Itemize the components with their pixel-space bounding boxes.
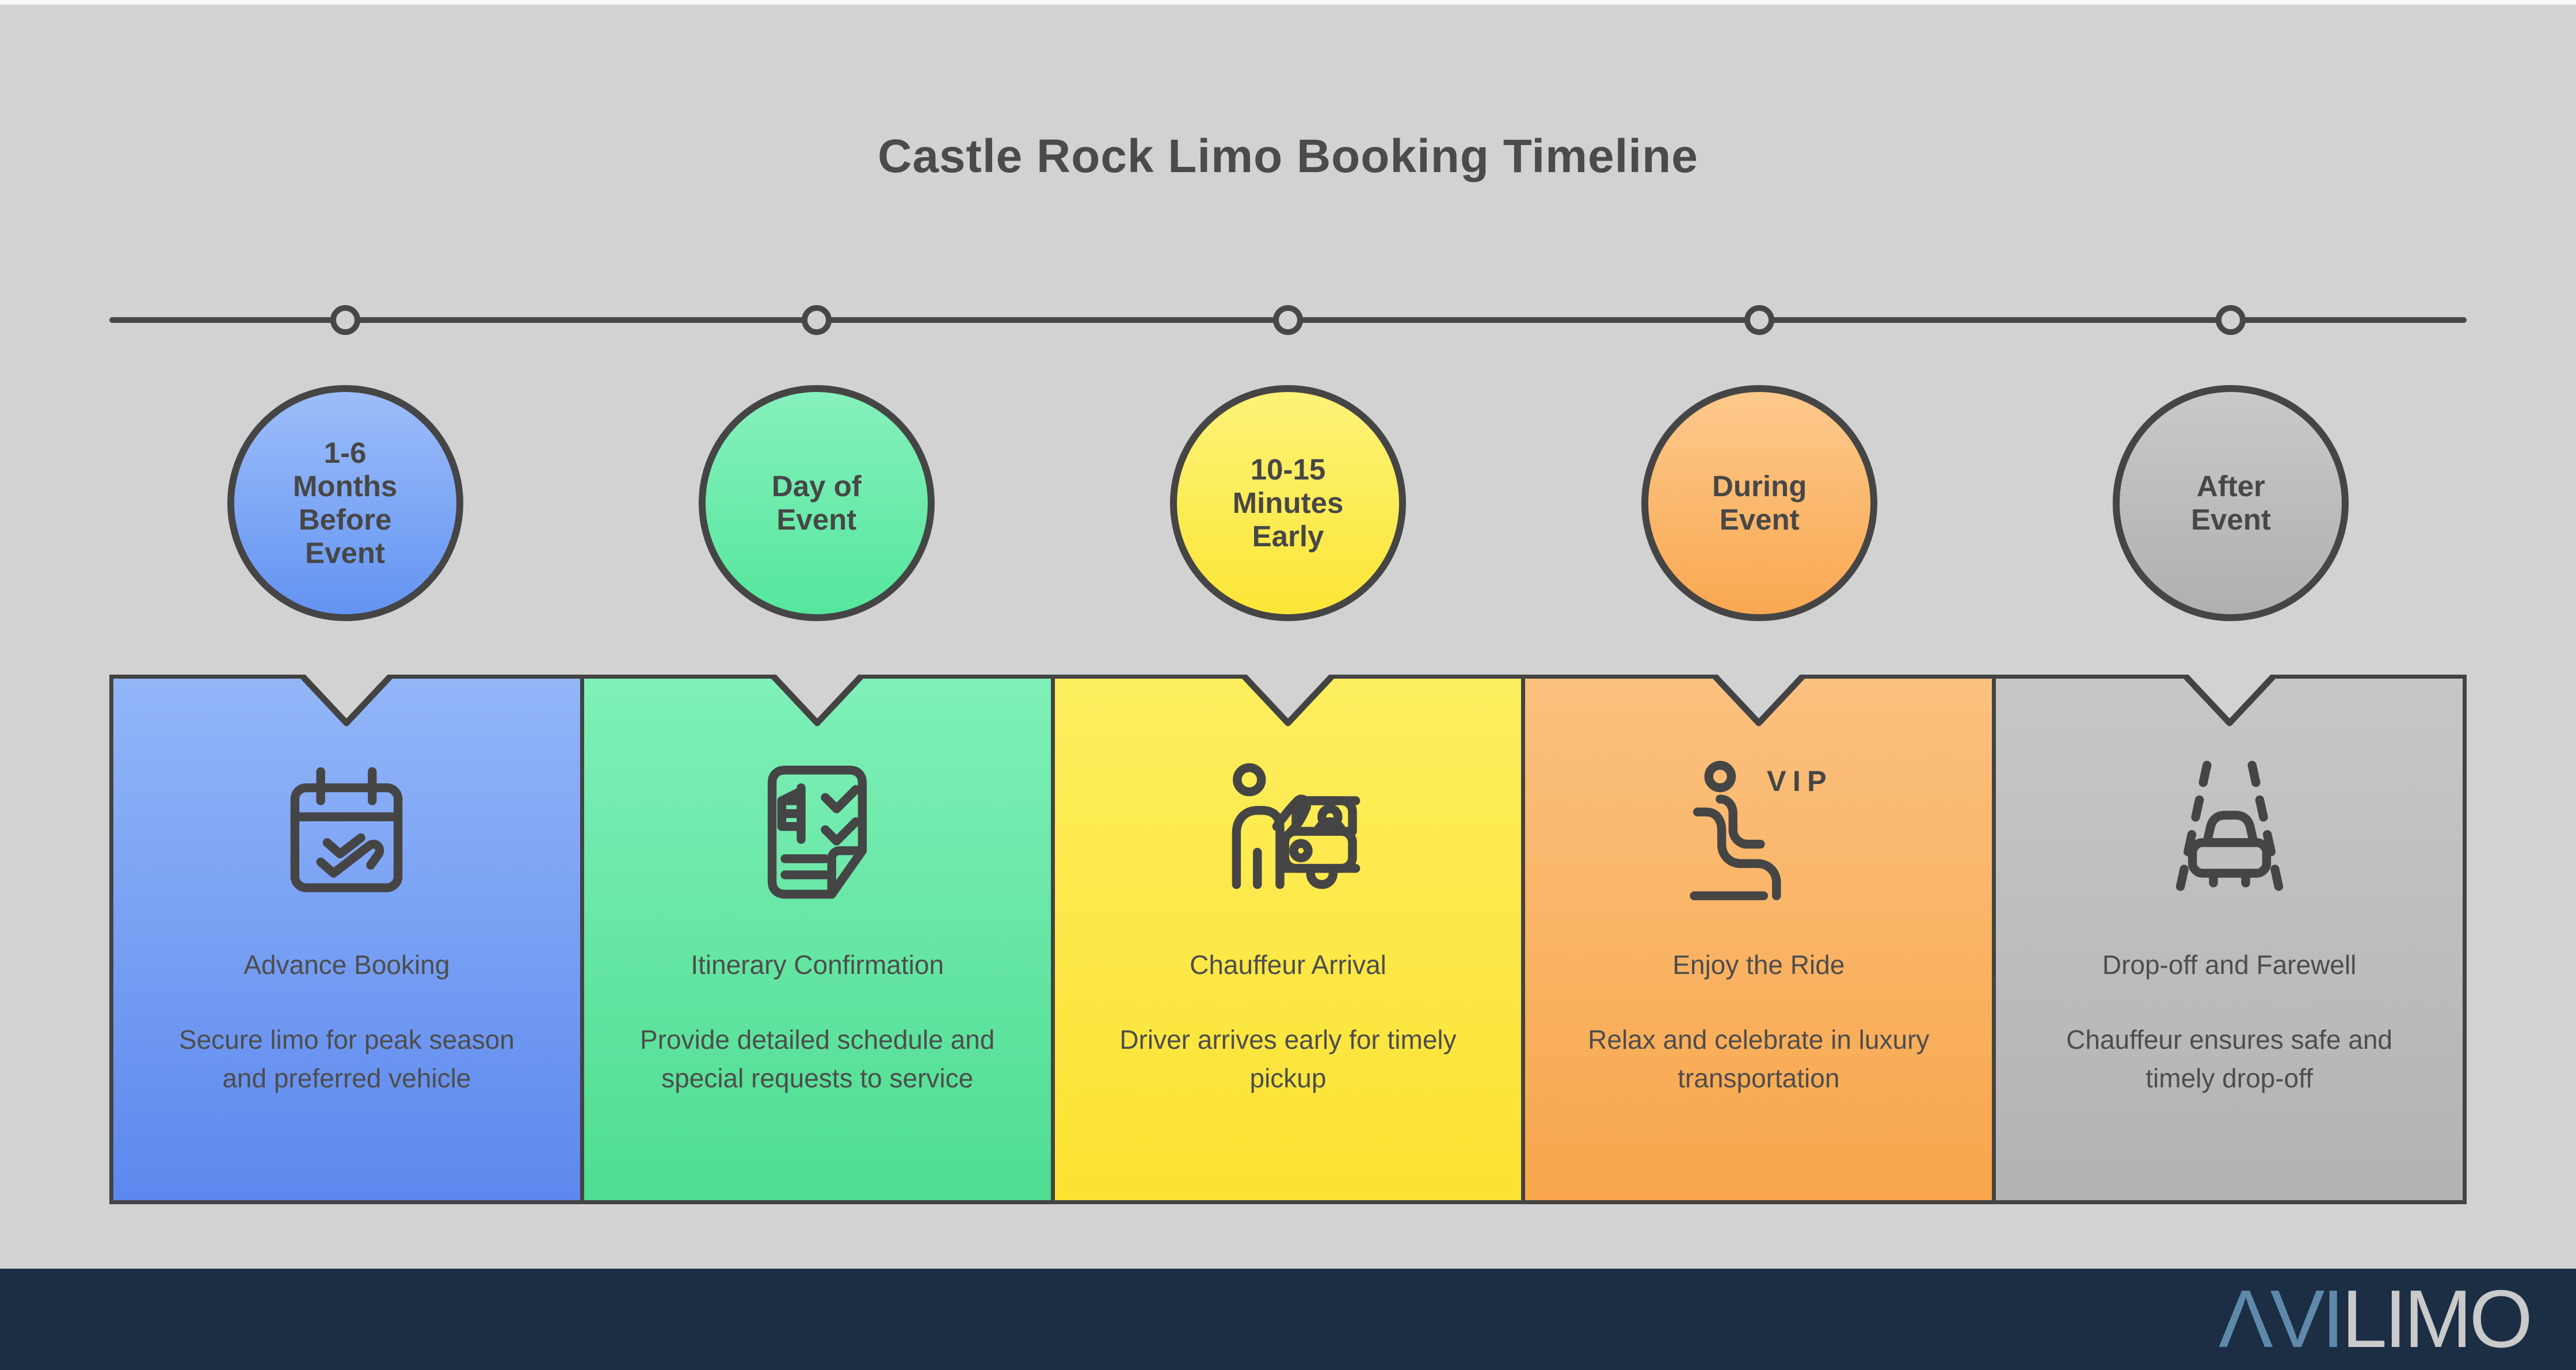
- stage-circle-itinerary-confirmation: Day of Event: [698, 385, 935, 621]
- timeline-node-enjoy-the-ride: [1744, 305, 1775, 335]
- stage-circle-drop-off-farewell: After Event: [2113, 385, 2349, 621]
- stage-circle-cell: 10-15 Minutes Early: [1052, 385, 1523, 621]
- stage-circle-label: During Event: [1712, 469, 1807, 536]
- stage-circle-cell: During Event: [1524, 385, 1995, 621]
- page-title: Castle Rock Limo Booking Timeline: [878, 130, 1698, 182]
- card-title: Enjoy the Ride: [1672, 950, 1845, 980]
- card-description: Relax and celebrate in luxury transporta…: [1588, 1025, 1930, 1093]
- brand-logo: ΛVILIMO: [2219, 1278, 2533, 1360]
- timeline-node-cell: [1995, 305, 2467, 335]
- card-description: Provide detailed schedule and special re…: [640, 1025, 995, 1093]
- timeline-node-chauffeur-arrival: [1273, 305, 1303, 335]
- stage-circles-row: 1-6 Months Before Event Day of Event 10-15…: [109, 385, 2467, 621]
- timeline-nodes-row: [109, 305, 2467, 335]
- card-description: Driver arrives early for timely pickup: [1119, 1025, 1457, 1093]
- footer-bar: ΛVILIMO: [0, 1269, 2576, 1370]
- card-notch-pointer: [299, 675, 395, 726]
- timeline-node-cell: [1524, 305, 1995, 335]
- stage-circle-label: 1-6 Months Before Event: [292, 436, 398, 570]
- stage-circle-chauffeur-arrival: 10-15 Minutes Early: [1170, 385, 1406, 621]
- itinerary-checklist-icon: [737, 747, 898, 919]
- top-edge-strip: [0, 0, 2576, 5]
- brand-logo-suffix: LIMO: [2341, 1273, 2533, 1365]
- stage-circle-label: 10-15 Minutes Early: [1232, 452, 1344, 553]
- timeline-node-advance-booking: [330, 305, 360, 335]
- timeline-node-cell: [1052, 305, 1523, 335]
- vip-seat-icon: VIP: [1678, 747, 1839, 919]
- card-title: Advance Booking: [243, 950, 450, 980]
- card-description: Secure limo for peak season and preferre…: [178, 1025, 515, 1093]
- card-notch-pointer: [769, 675, 866, 726]
- timeline-node-itinerary-confirmation: [801, 305, 832, 335]
- stage-circle-cell: After Event: [1995, 385, 2467, 621]
- timeline-node-cell: [109, 305, 581, 335]
- stage-circle-advance-booking: 1-6 Months Before Event: [227, 385, 463, 621]
- svg-text:VIP: VIP: [1767, 764, 1833, 797]
- timeline-node-cell: [581, 305, 1052, 335]
- card-title: Chauffeur Arrival: [1190, 950, 1386, 980]
- card-description: Chauffeur ensures safe and timely drop-o…: [2066, 1025, 2393, 1093]
- stage-circle-enjoy-the-ride: During Event: [1641, 385, 1878, 621]
- stage-circle-cell: Day of Event: [581, 385, 1052, 621]
- calendar-plane-icon: [266, 747, 427, 919]
- road-car-icon: [2149, 747, 2310, 919]
- stage-circle-cell: 1-6 Months Before Event: [109, 385, 581, 621]
- card-title: Drop-off and Farewell: [2102, 950, 2357, 980]
- card-notch-pointer: [2181, 675, 2277, 726]
- brand-logo-prefix: ΛVI: [2218, 1273, 2345, 1365]
- card-notch-pointer: [1710, 675, 1807, 726]
- chauffeur-car-icon: [1207, 747, 1369, 919]
- card-title: Itinerary Confirmation: [691, 950, 944, 980]
- card-notch-pointer: [1240, 675, 1336, 726]
- timeline-node-drop-off-farewell: [2216, 305, 2246, 335]
- stage-circle-label: Day of Event: [771, 469, 862, 536]
- stage-circle-label: After Event: [2190, 469, 2271, 536]
